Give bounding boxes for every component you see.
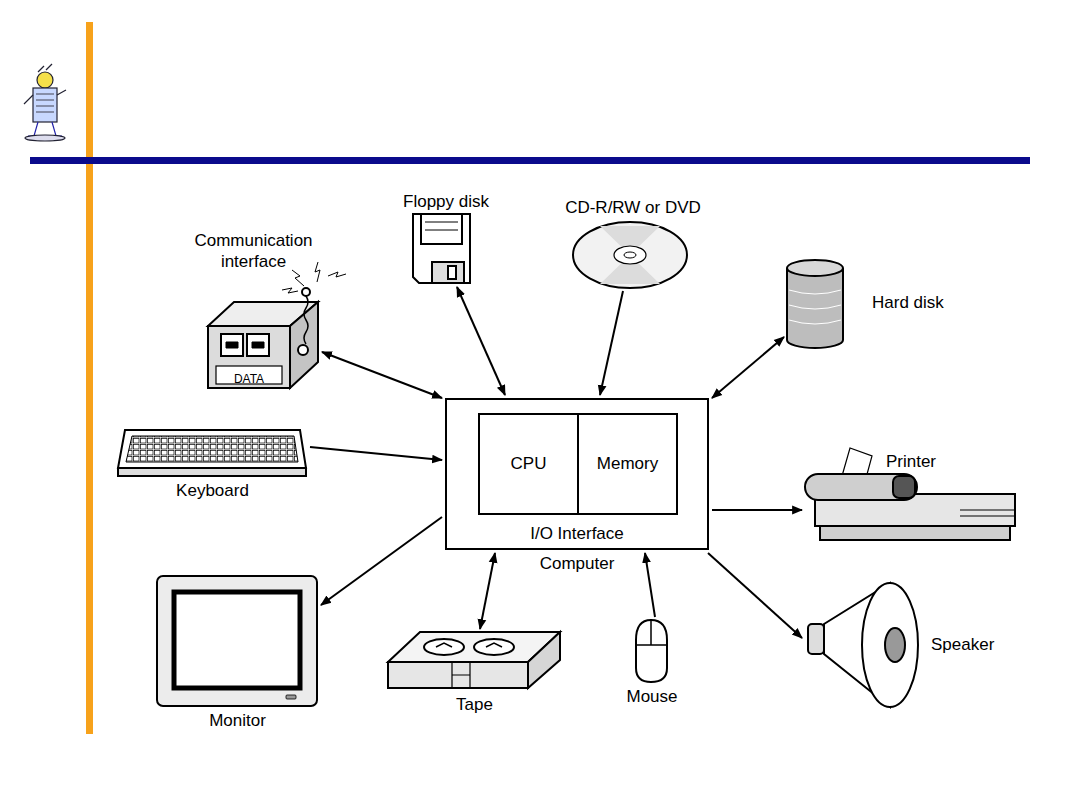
monitor: Monitor (157, 576, 318, 707)
connector-arrow (708, 553, 802, 638)
printer: Printer (805, 474, 1017, 541)
connector-arrow (712, 337, 784, 398)
connector-arrow (457, 287, 505, 395)
accent-bar (86, 22, 93, 734)
modem-icon (208, 262, 346, 388)
speaker: Speaker (805, 580, 921, 710)
floppy-disk-icon (413, 214, 470, 283)
node-label: Mouse (626, 687, 677, 707)
node-label: Keyboard (176, 481, 249, 501)
keyboard: Keyboard (118, 430, 307, 477)
node-label: CD-R/RW or DVD (565, 198, 701, 218)
hard-disk-icon (787, 260, 843, 348)
node-label: Communication interface (179, 231, 329, 272)
floppy-disk: Floppy disk (413, 214, 471, 284)
computer-box: I/O InterfaceComputerCPUMemory (445, 398, 709, 550)
connector-arrow (480, 553, 495, 629)
keyboard-icon (118, 430, 306, 476)
node-label: Hard disk (872, 293, 944, 313)
node-label: I/O Interface (530, 524, 624, 544)
printer-icon (805, 448, 1016, 540)
connector-arrow (600, 291, 623, 395)
mascot-icon (24, 64, 66, 141)
connector-arrow (322, 352, 442, 398)
memory-box: Memory (577, 413, 678, 515)
node-label: Speaker (931, 635, 994, 655)
mouse-icon (636, 620, 667, 682)
device-marking: DATA (234, 372, 264, 386)
tape-drive: Tape (388, 632, 561, 689)
mouse: Mouse (636, 620, 668, 683)
speaker-icon (808, 583, 918, 707)
cpu-box: CPU (478, 413, 579, 515)
connector-arrow (645, 553, 655, 617)
hard-disk: Hard disk (787, 258, 844, 349)
node-label: CPU (511, 454, 547, 474)
tape-icon (388, 632, 560, 688)
node-label: Printer (886, 452, 936, 472)
node-label: Tape (456, 695, 493, 715)
node-label: Floppy disk (403, 192, 489, 212)
connector-arrow (310, 447, 442, 460)
title-rule (30, 157, 1030, 164)
node-label: Memory (597, 454, 658, 474)
monitor-icon (157, 576, 317, 706)
connector-arrow (321, 517, 442, 605)
node-label: Monitor (209, 711, 266, 731)
cd-icon (573, 222, 687, 288)
optical-disc: CD-R/RW or DVD (573, 222, 687, 288)
box-caption: Computer (540, 554, 615, 574)
connector-arrow (712, 509, 802, 511)
